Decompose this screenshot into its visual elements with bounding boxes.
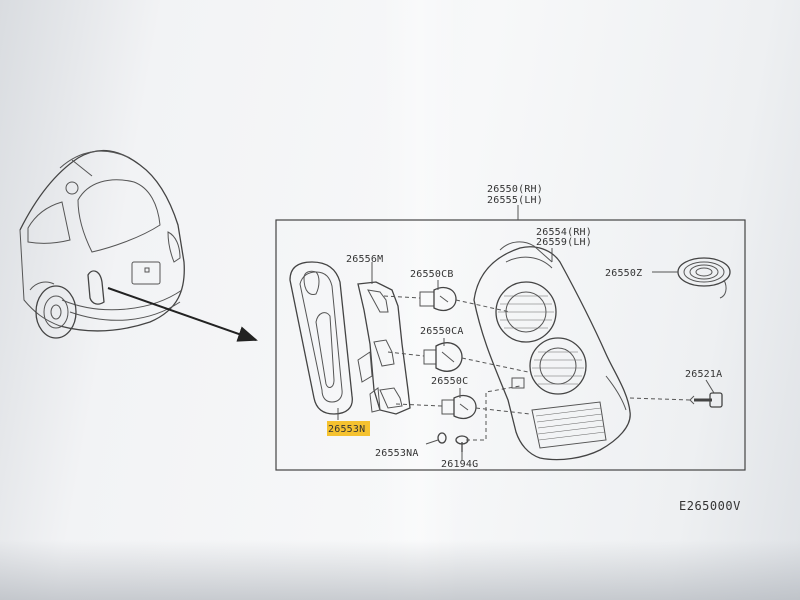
seal-coil <box>677 257 731 299</box>
label-lens-lh: 26559(LH) <box>536 237 592 248</box>
clip-part <box>437 432 447 444</box>
screw-part <box>455 435 469 452</box>
car-illustration <box>19 149 185 339</box>
label-bulb-top: 26550CB <box>410 269 454 280</box>
bulb-top <box>419 286 457 312</box>
gasket-part <box>289 261 353 415</box>
label-socket-plate: 26556M <box>346 254 383 265</box>
bulb-bottom <box>441 394 477 420</box>
diagram-code: E265000V <box>679 499 741 513</box>
socket-plate-part <box>357 281 411 415</box>
bulb-middle <box>423 342 463 372</box>
label-bulb-middle: 26550CA <box>420 326 464 337</box>
lamp-assembly <box>473 241 631 461</box>
label-lens-rh: 26554(RH) <box>536 227 592 238</box>
label-screw: 26194G <box>441 459 478 470</box>
bolt-leader <box>705 379 715 394</box>
label-assembly-lh: 26555(LH) <box>487 195 543 206</box>
pointer-arrow <box>107 287 258 342</box>
label-gasket: 26553N <box>328 424 365 435</box>
label-clip: 26553NA <box>375 448 419 459</box>
label-bolt: 26521A <box>685 369 722 380</box>
label-seal: 26550Z <box>605 268 642 279</box>
detail-frame <box>275 219 746 471</box>
label-assembly-rh: 26550(RH) <box>487 184 543 195</box>
middle-lamp-hatch <box>532 351 584 385</box>
highlight-box <box>327 421 370 436</box>
reflector-hatch <box>535 407 606 441</box>
label-bulb-bottom: 26550C <box>431 376 468 387</box>
upper-lamp-hatch <box>498 295 554 329</box>
bolt-part <box>689 392 723 408</box>
screen-bottom-shadow <box>0 540 800 600</box>
